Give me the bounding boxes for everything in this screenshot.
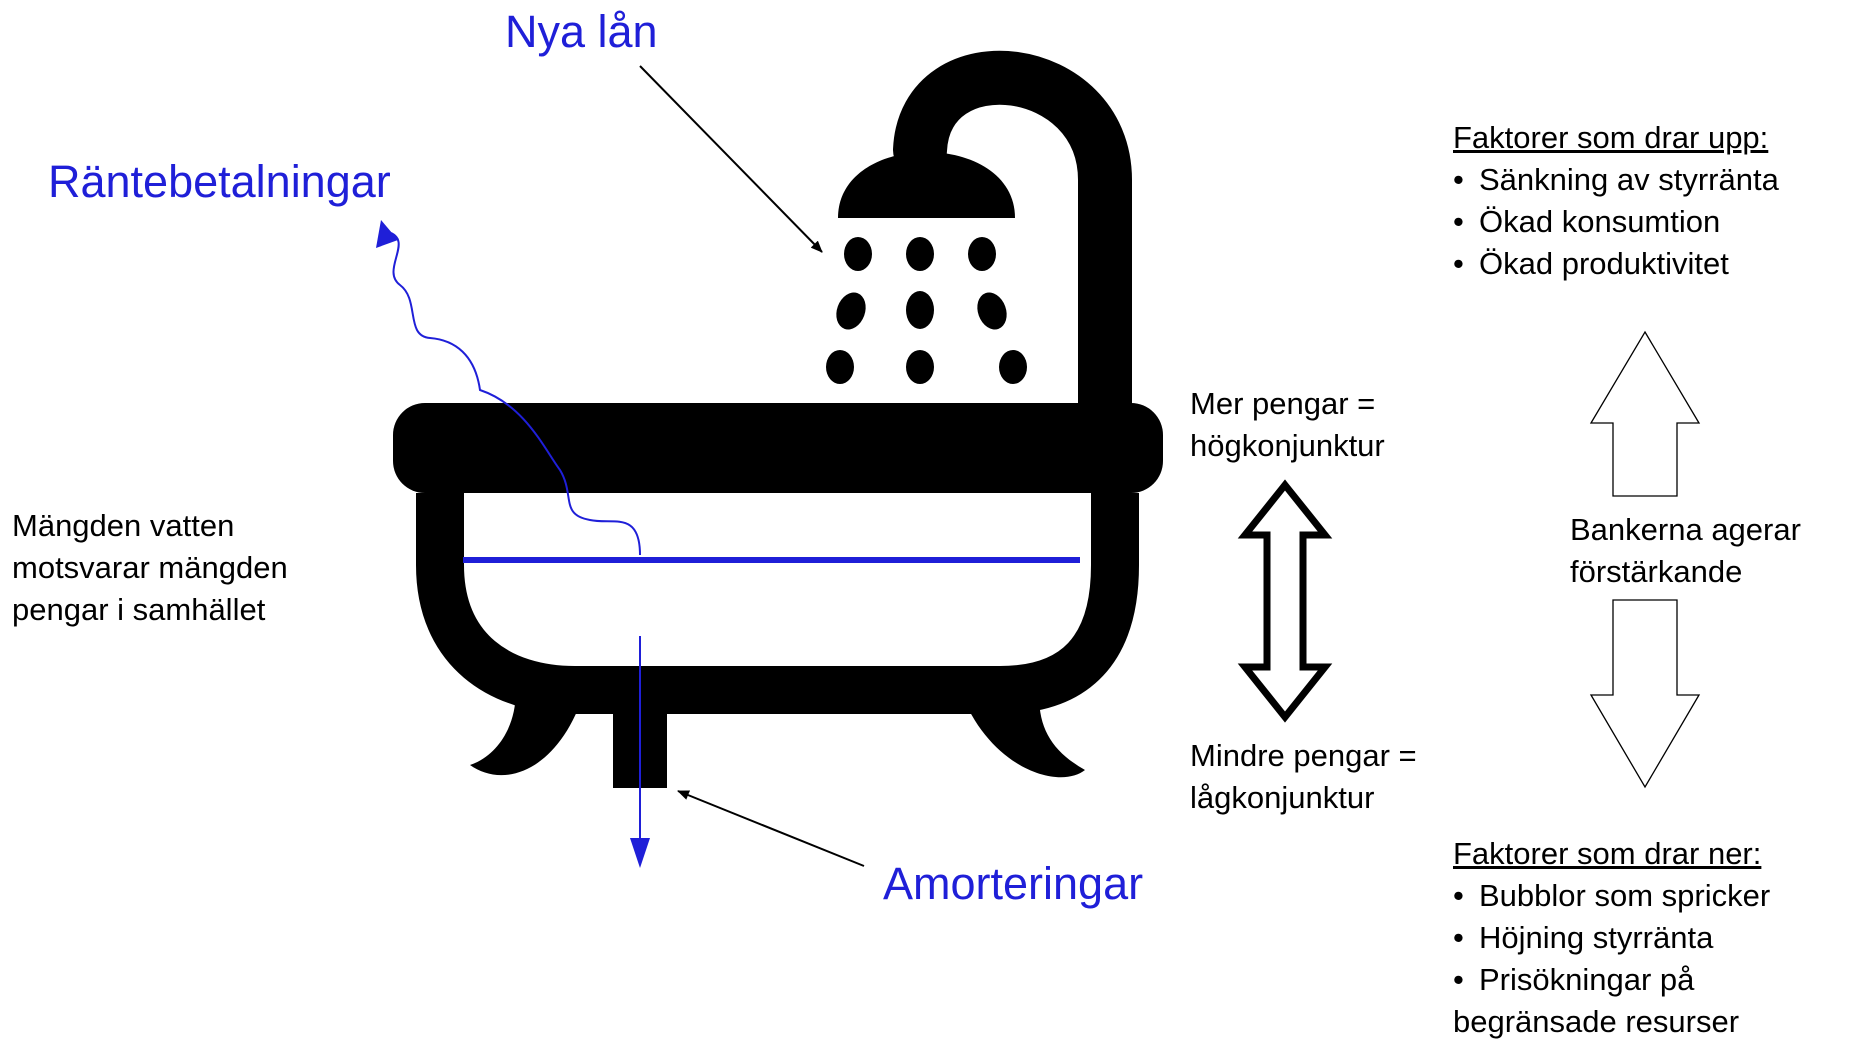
factor-item-text: Höjning styrränta <box>1479 920 1714 955</box>
factor-item-text: Prisökningar på <box>1479 962 1695 997</box>
bathtub-icon <box>416 493 1139 714</box>
water-drops <box>826 237 1027 384</box>
factor-item-text: begränsade resurser <box>1453 1004 1740 1039</box>
water-explanation-line: motsvarar mängden <box>12 550 288 585</box>
tub-foot-left <box>470 680 585 776</box>
up-down-arrow-icon <box>1237 479 1333 723</box>
mindre-pengar-line: lågkonjunktur <box>1190 780 1375 815</box>
factor-item: •Ökad konsumtion <box>1453 204 1721 239</box>
amorteringar-label: Amorteringar <box>883 858 1144 909</box>
banks-line: Bankerna agerar <box>1570 512 1801 547</box>
tub-foot-right <box>960 680 1085 778</box>
rantebetalningar-label: Räntebetalningar <box>48 156 391 207</box>
factors-down-list: •Bubblor som spricker •Höjning styrränta… <box>1453 875 1770 1043</box>
factor-item: •Ökad produktivitet <box>1453 246 1729 281</box>
amortization-arrowhead <box>630 838 650 868</box>
interest-arrowhead <box>376 220 398 248</box>
amorteringar-pointer <box>677 790 865 867</box>
factor-item-text: Bubblor som spricker <box>1479 878 1771 913</box>
factors-up-panel: Faktorer som drar upp: •Sänkning av styr… <box>1453 117 1779 285</box>
factor-item-text: Sänkning av styrränta <box>1479 162 1779 197</box>
interest-flow-line <box>387 231 641 556</box>
factors-up-list: •Sänkning av styrränta •Ökad konsumtion … <box>1453 159 1779 285</box>
mer-pengar-line: högkonjunktur <box>1190 428 1385 463</box>
factor-item: begränsade resurser <box>1453 1001 1770 1043</box>
nya-lan-pointer <box>639 65 823 253</box>
mer-pengar-line: Mer pengar = <box>1190 386 1376 421</box>
water-explanation-line: Mängden vatten <box>12 508 235 543</box>
nya-lan-label: Nya lån <box>505 6 658 57</box>
banks-label: Bankerna agerar förstärkande <box>1570 509 1801 593</box>
factor-item: •Sänkning av styrränta <box>1453 162 1779 197</box>
factor-item-text: Ökad konsumtion <box>1479 204 1721 239</box>
mer-pengar-label: Mer pengar = högkonjunktur <box>1190 383 1385 467</box>
factor-item: •Bubblor som spricker <box>1453 878 1771 913</box>
shower-head-icon <box>838 152 1015 218</box>
shower-pipe <box>893 50 1132 457</box>
mindre-pengar-line: Mindre pengar = <box>1190 738 1417 773</box>
tub-rim <box>393 403 1163 493</box>
amplify-up-arrow <box>1589 330 1701 497</box>
water-explanation-line: pengar i samhället <box>12 592 266 627</box>
mindre-pengar-label: Mindre pengar = lågkonjunktur <box>1190 735 1417 819</box>
factors-up-heading: Faktorer som drar upp: <box>1453 120 1769 155</box>
amplify-down-arrow <box>1589 599 1701 789</box>
water-explanation: Mängden vatten motsvarar mängden pengar … <box>12 505 288 631</box>
factor-item: •Prisökningar på <box>1453 962 1695 997</box>
factors-down-heading: Faktorer som drar ner: <box>1453 836 1762 871</box>
factors-down-panel: Faktorer som drar ner: •Bubblor som spri… <box>1453 833 1770 1043</box>
factor-item-text: Ökad produktivitet <box>1479 246 1729 281</box>
banks-line: förstärkande <box>1570 554 1743 589</box>
factor-item: •Höjning styrränta <box>1453 920 1714 955</box>
